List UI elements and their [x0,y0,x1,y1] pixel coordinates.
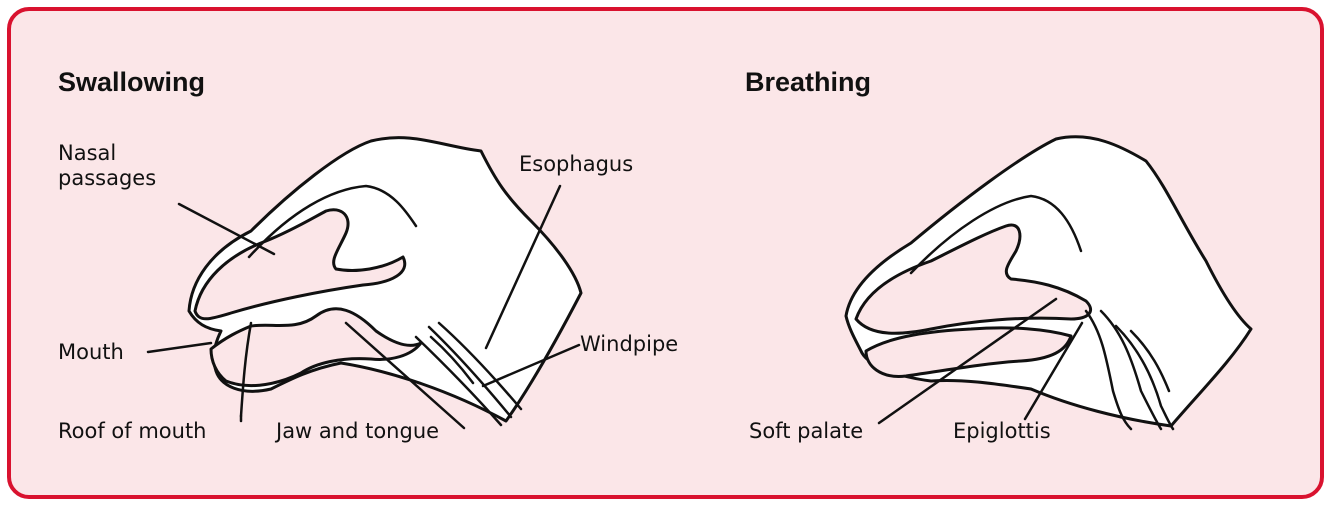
label-roof-of-mouth: Roof of mouth [58,419,207,444]
leader-mouth [148,343,211,352]
breathing-title: Breathing [745,69,871,96]
label-mouth: Mouth [58,340,124,365]
label-soft-palate: Soft palate [749,419,863,444]
label-nasal-passages: Nasal passages [58,141,156,191]
swallowing-title: Swallowing [58,69,205,96]
label-nasal-line2: passages [58,166,156,191]
breathing-head-diagram [846,137,1251,429]
diagram-panel: Swallowing Breathing Nasal passages Esop… [7,7,1324,499]
swallowing-head-diagram [189,138,581,425]
label-epiglottis: Epiglottis [953,419,1051,444]
diagram-artwork [11,11,1324,499]
label-windpipe: Windpipe [580,332,678,357]
label-jaw-and-tongue: Jaw and tongue [276,419,439,444]
label-esophagus: Esophagus [519,152,633,177]
label-nasal-line1: Nasal [58,141,156,166]
